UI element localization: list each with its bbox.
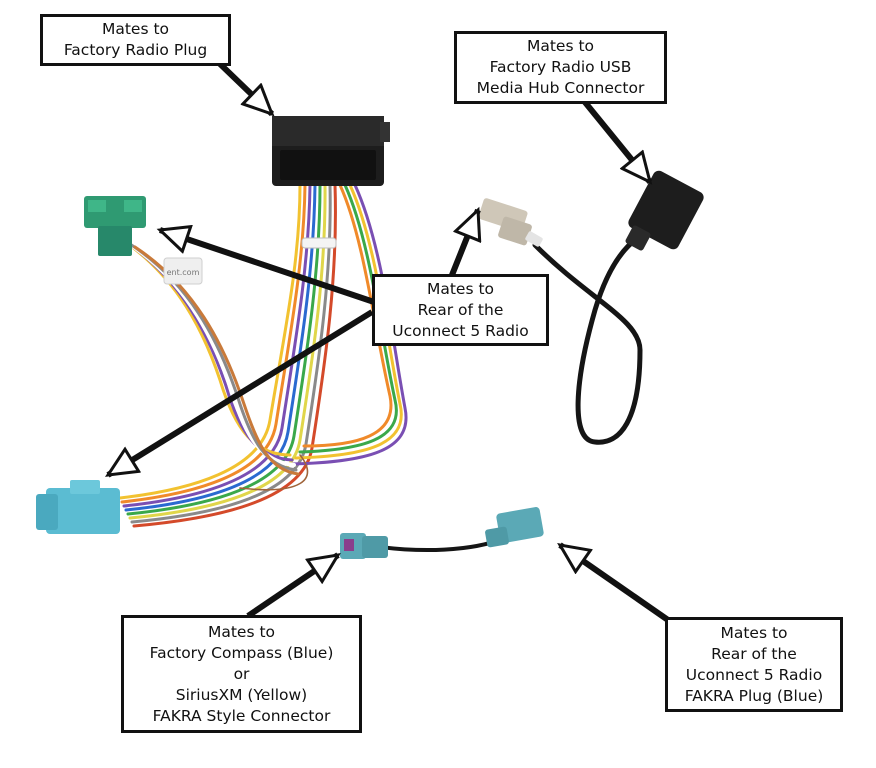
- usb-media-cable: [532, 229, 651, 445]
- brown-stray-wire: [239, 454, 309, 491]
- main-wire-bundle: [118, 183, 337, 528]
- white-label-tag: ent.com: [163, 257, 203, 285]
- callout-uconnect-rear: Mates to Rear of the Uconnect 5 Radio: [372, 274, 549, 346]
- arrow-radio-plug: [215, 59, 272, 114]
- right-wire-loop: [290, 183, 408, 466]
- wire-harness: [113, 183, 408, 528]
- callout-compass-siriusxm-text: Mates to Factory Compass (Blue) or Siriu…: [149, 622, 334, 725]
- callout-usb-media-hub: Mates to Factory Radio USB Media Hub Con…: [454, 31, 667, 104]
- callout-fakra-plug: Mates to Rear of the Uconnect 5 Radio FA…: [665, 617, 843, 712]
- label-text: ent.com: [167, 268, 200, 277]
- callout-arrows: [108, 59, 670, 623]
- usb-grey-connector: [478, 198, 543, 247]
- arrow-to-grey-usb: [449, 210, 478, 277]
- light-blue-connector: [36, 480, 120, 534]
- arrow-to-blue-connector: [108, 309, 374, 478]
- arrow-compass: [246, 552, 338, 619]
- factory-radio-plug: [272, 116, 390, 186]
- callout-compass-siriusxm: Mates to Factory Compass (Blue) or Siriu…: [121, 615, 362, 733]
- callout-usb-media-hub-text: Mates to Factory Radio USB Media Hub Con…: [476, 37, 645, 97]
- callout-uconnect-rear-text: Mates to Rear of the Uconnect 5 Radio: [392, 279, 529, 340]
- callout-factory-radio-plug: Mates to Factory Radio Plug: [40, 14, 231, 66]
- callout-fakra-plug-text: Mates to Rear of the Uconnect 5 Radio FA…: [684, 623, 824, 705]
- arrow-usb-hub: [581, 99, 653, 182]
- fakra-adapter: [340, 507, 544, 559]
- green-connector: [84, 196, 146, 256]
- usb-black-connector: [625, 170, 704, 251]
- arrow-to-green-connector: [160, 230, 375, 305]
- callout-factory-radio-plug-text: Mates to Factory Radio Plug: [63, 20, 208, 59]
- cable-tie: [301, 237, 337, 249]
- arrow-fakra-rear: [560, 542, 670, 623]
